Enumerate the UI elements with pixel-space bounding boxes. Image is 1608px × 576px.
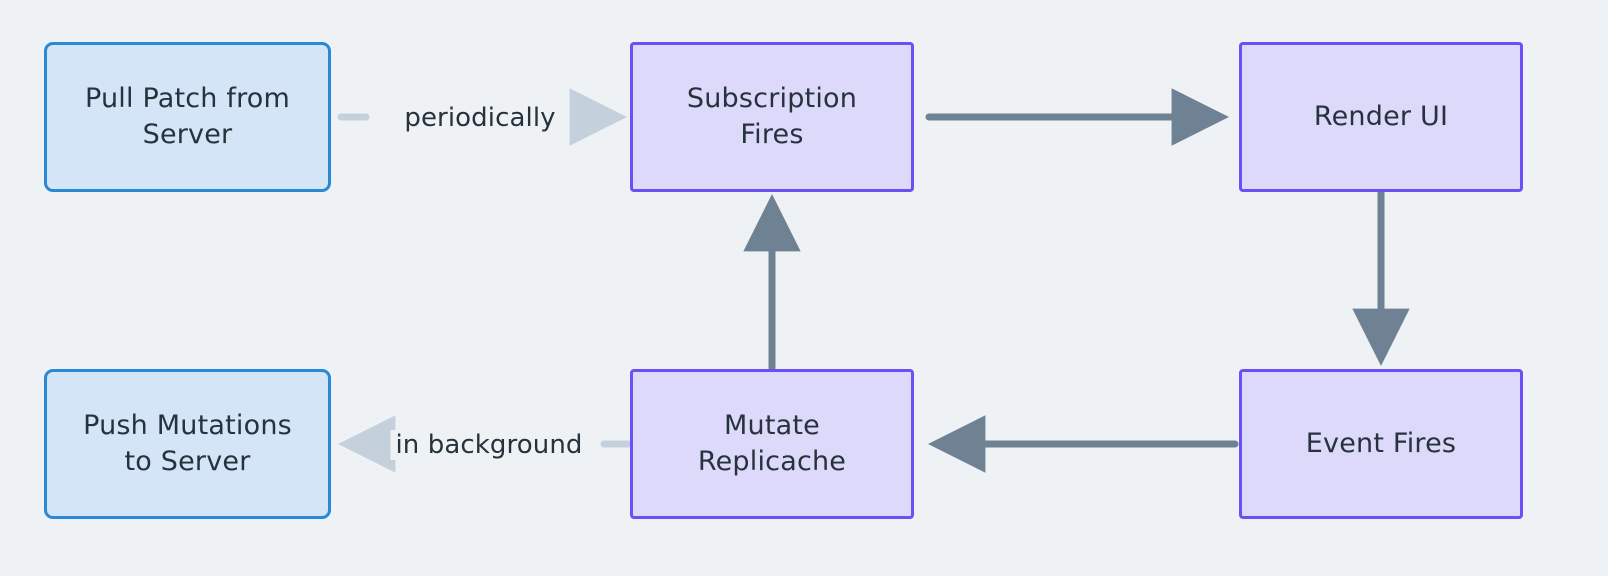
edge-label-periodically: periodically [399,103,561,133]
node-mutate-replicache[interactable]: Mutate Replicache [630,369,914,519]
node-pull-patch-label: Pull Patch from Server [84,83,291,150]
node-push-mutations-label: Push Mutations to Server [83,410,292,477]
node-subscription-fires[interactable]: Subscription Fires [630,42,914,192]
node-mutate-replicache-label: Mutate Replicache [697,410,847,477]
edge-label-in-background: in background [390,430,588,460]
node-pull-patch[interactable]: Pull Patch from Server [44,42,331,192]
node-event-fires-label: Event Fires [1305,428,1457,460]
node-push-mutations[interactable]: Push Mutations to Server [44,369,331,519]
node-event-fires[interactable]: Event Fires [1239,369,1523,519]
node-render-ui[interactable]: Render UI [1239,42,1523,192]
node-subscription-fires-label: Subscription Fires [686,83,858,150]
node-render-ui-label: Render UI [1313,101,1449,133]
